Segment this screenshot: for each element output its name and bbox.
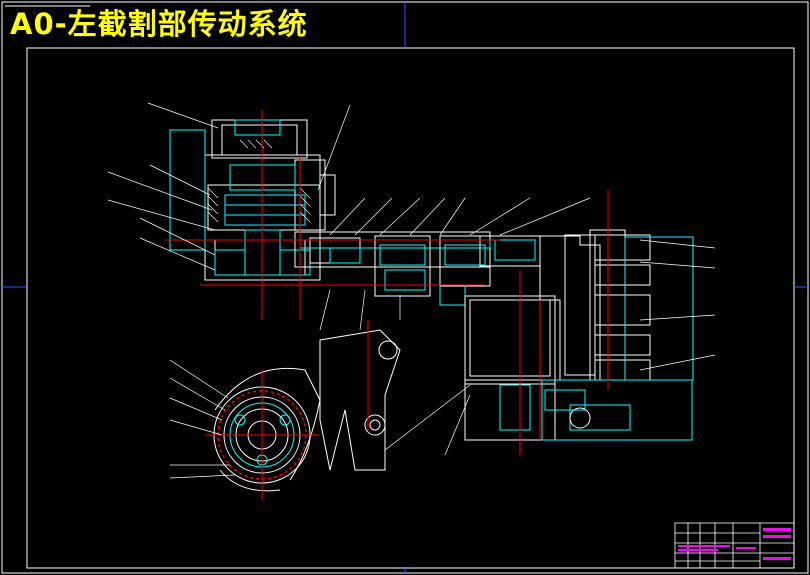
- centerlines: [165, 110, 609, 500]
- drawing-title: A0-左截割部传动系统: [10, 7, 308, 41]
- title-block-marks: [678, 528, 791, 560]
- lever-bracket: [319, 329, 401, 471]
- cutter-drum-housing: [464, 229, 651, 441]
- gear-end-view: [213, 367, 321, 492]
- title-block: [674, 522, 795, 569]
- gear-housing-upper-detail: [169, 119, 311, 276]
- leader-lines: [107, 102, 716, 479]
- horizontal-drive-detail: [299, 239, 536, 306]
- cutter-drum-detail: [499, 236, 694, 441]
- gear-hatching-upper: [207, 139, 311, 223]
- horizontal-drive-train: [294, 231, 601, 381]
